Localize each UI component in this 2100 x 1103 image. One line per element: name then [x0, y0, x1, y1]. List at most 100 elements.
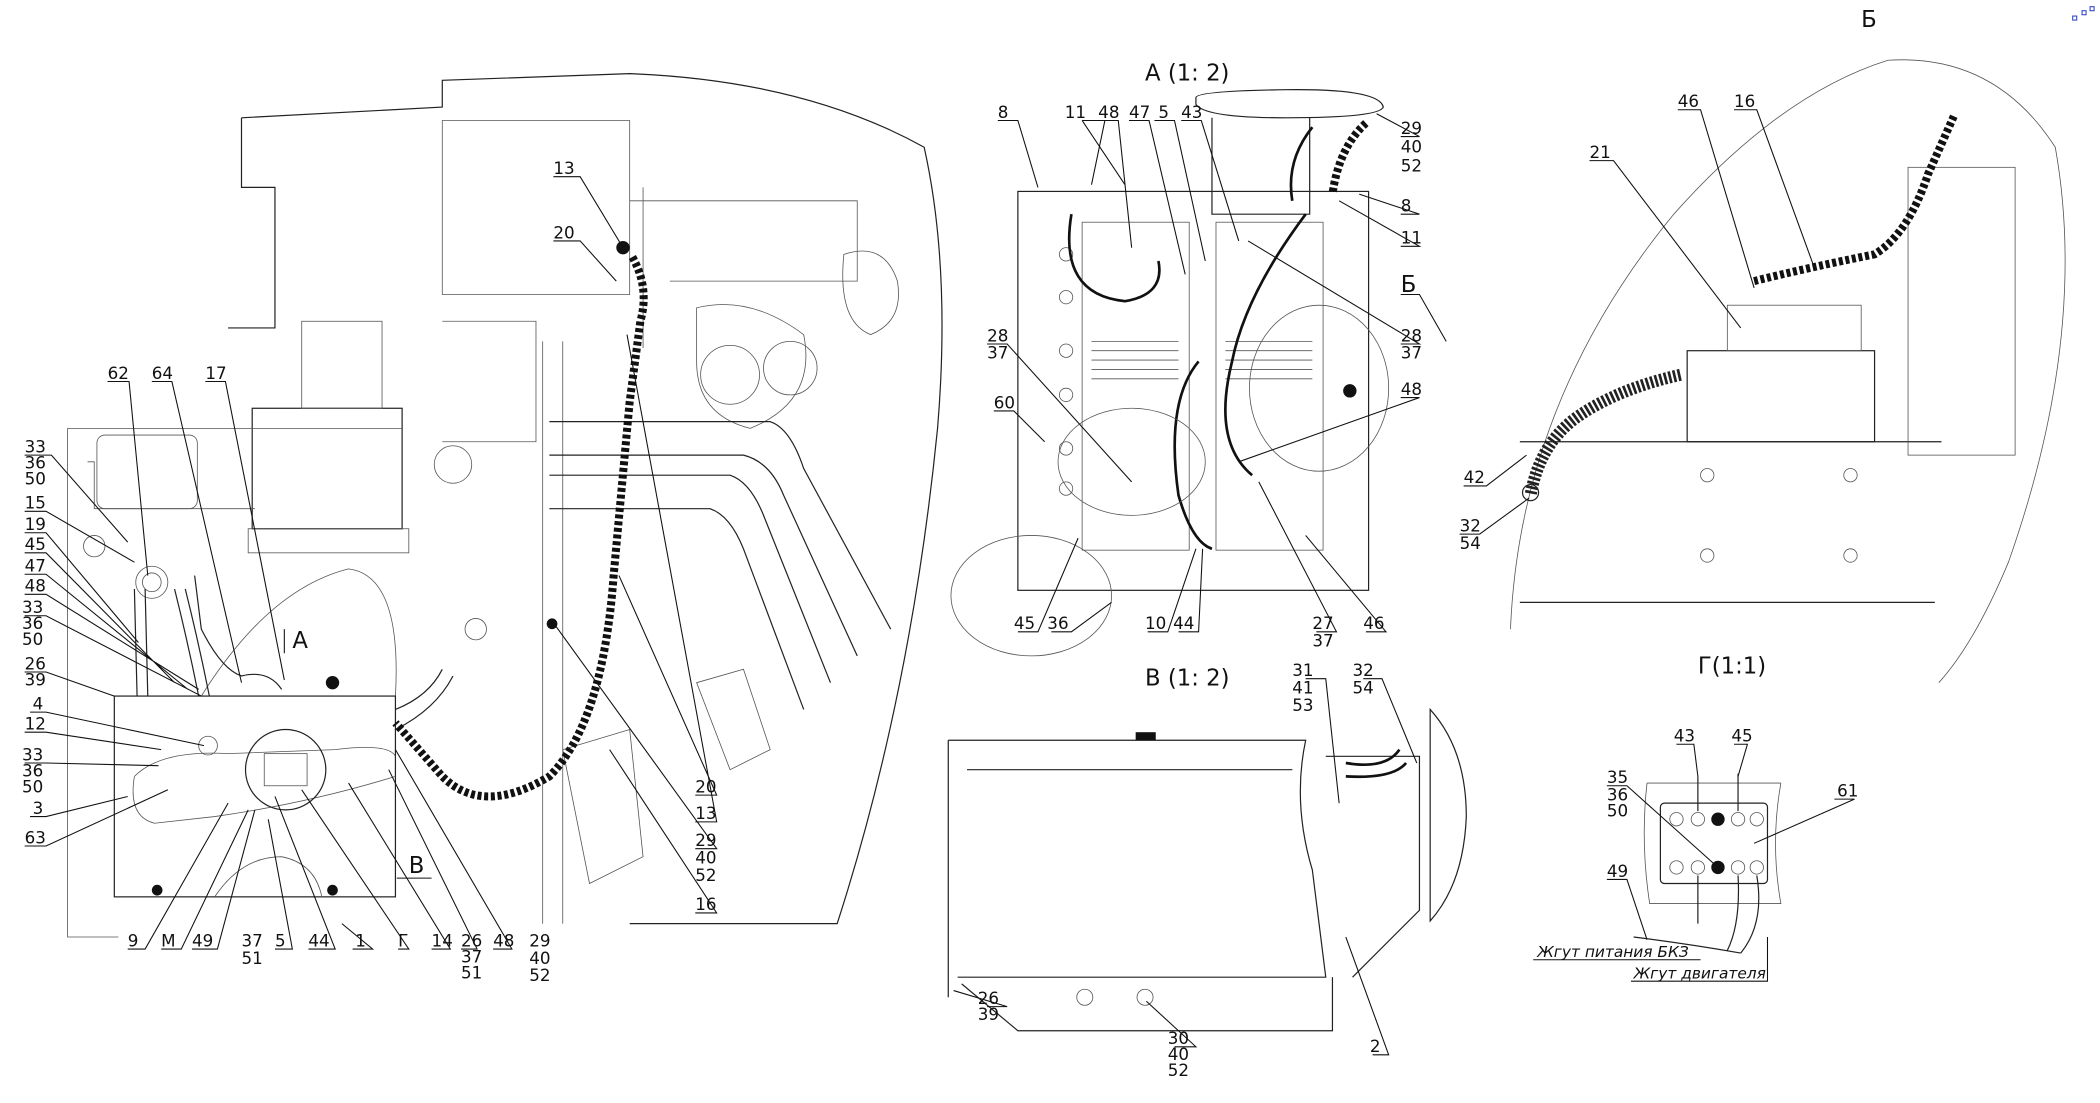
wires: [1633, 773, 1760, 954]
callout: 37: [241, 930, 262, 950]
lamp-side: [1325, 707, 1467, 978]
callout: 44: [1173, 613, 1194, 633]
view-a: А (1: 2): [950, 60, 1447, 657]
callout: 50: [25, 469, 46, 489]
mounting-bracket: [247, 528, 410, 554]
detail-circle-g: [244, 728, 327, 811]
callout: 46: [1678, 91, 1699, 111]
callout: 14: [432, 930, 453, 950]
hose-guard: [562, 668, 771, 885]
callout: 36: [22, 613, 43, 633]
screw-row: [1058, 247, 1074, 496]
callout: 45: [25, 534, 46, 554]
view-g: Г(1:1) 43 45 35 36 50 61 49 Жгут питания…: [1533, 653, 1858, 983]
callout: 48: [1401, 379, 1422, 399]
callout: 50: [1607, 801, 1628, 821]
panel-section: [1643, 782, 1782, 904]
corner-mark-icon: [2072, 6, 2095, 21]
view-v: В (1: 2) 31 41 53 32 54 26 39 30 40 52 2: [947, 660, 1467, 1080]
callout: 43: [1181, 102, 1202, 122]
callout: 36: [1607, 784, 1628, 804]
engine-boss: [700, 344, 760, 405]
view-b-marker: Б: [1401, 272, 1417, 298]
callout: 29: [1401, 118, 1422, 138]
callout: 49: [1607, 861, 1628, 881]
callout: 53: [1292, 695, 1313, 715]
callout: 4: [33, 693, 44, 713]
callout: 48: [1098, 102, 1119, 122]
bracket-plate: [96, 434, 198, 510]
callout: 9: [128, 930, 139, 950]
bolt-icon: [325, 675, 340, 690]
item-4: [198, 735, 218, 756]
battery-cell-left: [1081, 221, 1190, 551]
section-outline: [1057, 407, 1206, 516]
callout: 16: [1734, 91, 1755, 111]
cell-fins: [1091, 340, 1313, 380]
leader-lines: [1533, 743, 1855, 982]
view-g-title: Г(1:1): [1698, 653, 1766, 679]
callout: 48: [25, 576, 46, 596]
callout: 50: [22, 776, 43, 796]
callout: 37: [461, 946, 482, 966]
callout: М: [161, 930, 175, 950]
view-a-marker: А: [292, 628, 308, 654]
upper-block: [251, 407, 403, 530]
clamp-32: [1521, 483, 1540, 502]
callout: 3: [33, 798, 44, 818]
callout: 8: [998, 102, 1009, 122]
engine-boss: [433, 445, 473, 484]
callout: 36: [22, 760, 43, 780]
braided-harness-42: [1524, 368, 1682, 497]
callout: 47: [1129, 102, 1150, 122]
box-side-view: [947, 739, 1334, 1032]
callout: 41: [1292, 677, 1313, 697]
leader-lines: [24, 176, 718, 950]
callout: 26: [978, 988, 999, 1008]
callout: 16: [695, 894, 716, 914]
callout: 26: [461, 930, 482, 950]
callout: 8: [1401, 195, 1412, 215]
callout: 37: [987, 343, 1008, 363]
callout: 39: [25, 669, 46, 689]
callout: 63: [25, 827, 46, 847]
callout: 26: [25, 653, 46, 673]
callout: 52: [529, 965, 550, 985]
callout: 40: [1401, 137, 1422, 157]
battery-box: [1017, 190, 1370, 591]
callout: 50: [22, 629, 43, 649]
callout: 64: [152, 363, 173, 383]
view-a-title: А (1: 2): [1145, 60, 1229, 86]
callout: 36: [1047, 613, 1068, 633]
hoses: [549, 421, 892, 710]
callout: 52: [695, 865, 716, 885]
callout: 29: [695, 830, 716, 850]
callout: 39: [978, 1004, 999, 1024]
harness-label-engine: Жгут двигателя: [1633, 965, 1766, 983]
callout: 32: [1460, 515, 1481, 535]
callout: 60: [994, 392, 1015, 412]
bolt-icon: [327, 884, 338, 896]
section-outline: [950, 535, 1112, 657]
callout: 37: [1312, 631, 1333, 651]
callout: 32: [1353, 660, 1374, 680]
sensor-62-inner: [142, 572, 162, 593]
view-b: Б 21 46 16 42 32 54: [1459, 7, 2066, 683]
callout: 43: [1674, 726, 1695, 746]
callout: 20: [553, 222, 574, 242]
battery-cell-right: [1215, 221, 1324, 551]
callout: 15: [25, 493, 46, 513]
callout: 40: [1168, 1044, 1189, 1064]
lamp-housing: [1195, 89, 1384, 215]
callout: 31: [1292, 660, 1313, 680]
callout: 33: [22, 597, 43, 617]
callout: 5: [1158, 102, 1169, 122]
callout: 28: [1401, 325, 1422, 345]
bracket: [1907, 166, 2016, 456]
bolt-icon: [1343, 384, 1357, 398]
callout: 28: [987, 325, 1008, 345]
boss: [83, 535, 106, 558]
callout: 29: [529, 930, 550, 950]
callout: 62: [108, 363, 129, 383]
